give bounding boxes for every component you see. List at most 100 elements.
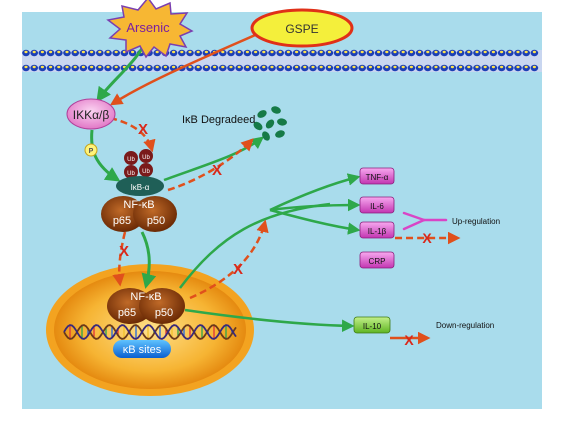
cytokine-crp: CRP <box>359 251 395 269</box>
lipid-highlight <box>368 50 372 54</box>
lipid-highlight <box>49 65 53 69</box>
gspe-label: GSPE <box>285 22 318 36</box>
lipid-highlight <box>286 50 290 54</box>
up-regulation-label: Up-regulation <box>452 217 500 226</box>
kb-sites-box <box>113 340 171 358</box>
lipid-highlight <box>40 50 45 54</box>
lipid-highlight <box>516 50 520 54</box>
lipid-highlight <box>81 50 85 54</box>
lipid-highlight <box>65 65 69 69</box>
nucleus <box>54 271 246 389</box>
ikk-ellipse <box>66 98 116 130</box>
lipid-highlight <box>213 65 217 69</box>
x-mark-ikk-ub: X <box>138 121 148 138</box>
cytokine-il1b-box <box>359 221 395 239</box>
lipid-highlight <box>360 50 364 54</box>
fragment <box>257 110 267 118</box>
ubiquitin-label-4: Ub <box>142 169 150 175</box>
cytokine-il6-box <box>359 196 395 214</box>
arrow-nucleus-to-il10 <box>184 308 355 333</box>
ikb-alpha-label: IκB-α <box>131 183 150 192</box>
up-regulation-receptor-icon <box>402 211 448 231</box>
lipid-highlight <box>500 65 504 69</box>
lipid-highlight <box>73 65 77 69</box>
arrow-to-il6 <box>269 198 361 212</box>
lipid-highlight <box>377 50 381 54</box>
ubiquitin-label-3: Ub <box>127 171 135 177</box>
lipid-highlight <box>442 65 446 69</box>
lipid-highlight <box>475 50 479 54</box>
lipid-highlight <box>229 65 233 69</box>
lipid-highlight <box>409 50 413 54</box>
nfkb-nuc-p65 <box>107 288 153 324</box>
lipid-highlight <box>278 65 282 69</box>
lipid-highlight <box>500 50 504 54</box>
lipid-highlight <box>426 50 430 54</box>
lipid-highlight <box>65 50 69 54</box>
x-mark-transcription: X <box>233 261 243 278</box>
nfkb-nucleus-node: NF-κB p65 p50 <box>107 288 185 324</box>
phosphate-node: P <box>84 143 98 157</box>
lipid-highlight <box>254 65 258 69</box>
lipid-highlight <box>196 50 200 54</box>
ubiquitin-1 <box>124 151 138 165</box>
lipid-highlight <box>336 50 340 54</box>
lipid-highlight <box>377 65 381 69</box>
x-mark-up-regulation: X <box>422 230 432 246</box>
cytokine-il6-label: IL-6 <box>370 202 384 211</box>
nfkb-nuc-p50-label: p50 <box>155 307 173 319</box>
lipid-highlight <box>401 65 405 69</box>
lipid-highlight <box>24 65 28 69</box>
kb-sites-node: κB sites <box>113 340 171 358</box>
arsenic-node: Arsenic <box>106 0 194 59</box>
lipid-highlight <box>155 50 159 54</box>
lipid-highlight <box>90 65 94 69</box>
lipid-highlight <box>434 50 438 54</box>
arrow-ikk-to-ikb <box>90 129 121 182</box>
lipid-highlight <box>336 65 340 69</box>
lipid-highlight <box>344 50 348 54</box>
lipid-highlight <box>311 65 315 69</box>
x-mark-down-regulation: X <box>404 332 414 348</box>
lipid-highlight <box>368 65 372 69</box>
ikk-node: IKKα/β <box>66 98 116 130</box>
gspe-node: GSPE <box>250 8 354 48</box>
ubiquitin-2 <box>139 149 153 163</box>
lipid-highlight <box>180 50 184 54</box>
ikb-alpha-ellipse <box>116 176 164 196</box>
lipid-highlight <box>139 65 143 69</box>
lipid-highlight <box>426 65 430 69</box>
down-regulation-label: Down-regulation <box>436 321 494 330</box>
lipid-highlight <box>393 65 397 69</box>
lipid-highlight <box>459 65 463 69</box>
lipid-highlight <box>409 65 413 69</box>
lipid-highlight <box>270 65 274 69</box>
lipid-highlight <box>270 50 274 54</box>
lipid-highlight <box>434 65 438 69</box>
lipid-highlight <box>516 65 520 69</box>
lipid-highlight <box>418 50 422 54</box>
dna-strand <box>63 324 237 340</box>
cytokine-tnf-label: TNF-α <box>366 173 389 182</box>
lipid-highlight <box>188 65 192 69</box>
lipid-highlight <box>532 50 537 54</box>
lipid-highlight <box>237 50 241 54</box>
lipid-highlight <box>204 65 208 69</box>
lipid-highlight <box>352 50 356 54</box>
lipid-highlight <box>450 50 454 54</box>
arsenic-label: Arsenic <box>126 20 170 35</box>
x-mark-degradation: X <box>212 162 222 179</box>
nfkb-cytoplasm-node: NF-κB p65 p50 <box>101 196 177 232</box>
lipid-highlight <box>508 50 512 54</box>
lipid-highlight <box>532 65 537 69</box>
ikb-degraded-label: IκB Degradeed <box>182 114 255 126</box>
ikb-alpha-node: IκB-α <box>116 176 164 196</box>
lipid-highlight <box>32 65 36 69</box>
lipid-highlight <box>385 50 389 54</box>
lipid-highlight <box>172 50 176 54</box>
lipid-highlight <box>229 50 233 54</box>
lipid-highlight <box>344 65 348 69</box>
lipid-highlight <box>106 65 110 69</box>
lipid-highlight <box>147 65 151 69</box>
lipid-highlight <box>459 50 463 54</box>
